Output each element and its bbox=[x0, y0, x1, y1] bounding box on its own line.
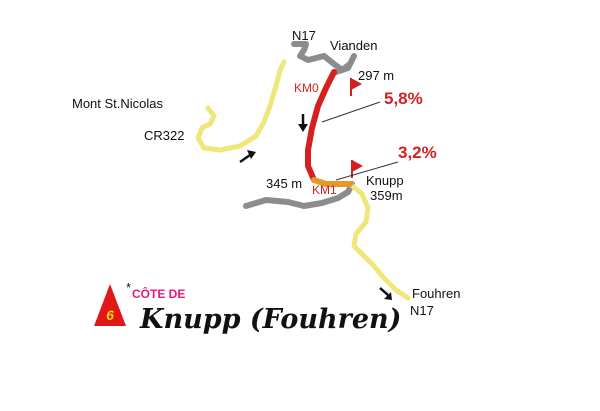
road-label-n17-top: N17 bbox=[292, 28, 316, 43]
climb-title: Knupp (Fouhren) bbox=[139, 304, 401, 335]
km-marker-0: KM0 bbox=[294, 81, 319, 95]
elevation-start: 297 m bbox=[358, 68, 394, 83]
climb-number: 6 bbox=[106, 307, 114, 323]
road-label-n17-bottom: N17 bbox=[410, 303, 434, 318]
direction-arrow-icon bbox=[298, 114, 308, 132]
main-road-vianden bbox=[291, 41, 357, 75]
km-marker-1: KM1 bbox=[312, 183, 337, 197]
place-label-vianden: Vianden bbox=[330, 38, 377, 53]
direction-arrow-icon bbox=[239, 150, 256, 164]
direction-arrow-icon bbox=[379, 287, 392, 300]
climb-category-label: CÔTE DE bbox=[132, 286, 185, 301]
flag-icon bbox=[350, 78, 362, 96]
road-to-fouhren bbox=[347, 181, 411, 301]
elevation-km1: 345 m bbox=[266, 176, 302, 191]
elevation-summit: 359m bbox=[370, 188, 403, 203]
gradient-leader-line bbox=[321, 101, 381, 123]
triangle-badge-icon: 6 bbox=[94, 284, 126, 326]
place-label-fouhren: Fouhren bbox=[412, 286, 460, 301]
road-label-cr322: CR322 bbox=[144, 128, 184, 143]
gradient-leader-line bbox=[335, 161, 399, 181]
gradient-label-first: 5,8% bbox=[384, 89, 423, 108]
road-cr322 bbox=[195, 59, 287, 153]
climb-asterisk: * bbox=[126, 280, 131, 295]
main-road-knupp bbox=[243, 181, 355, 209]
climb-segment-steep bbox=[305, 69, 337, 183]
gradient-label-second: 3,2% bbox=[398, 143, 437, 162]
place-label-mont-st-nicolas: Mont St.Nicolas bbox=[72, 96, 164, 111]
climb-segment-mild bbox=[311, 177, 353, 187]
place-label-knupp: Knupp bbox=[366, 173, 404, 188]
